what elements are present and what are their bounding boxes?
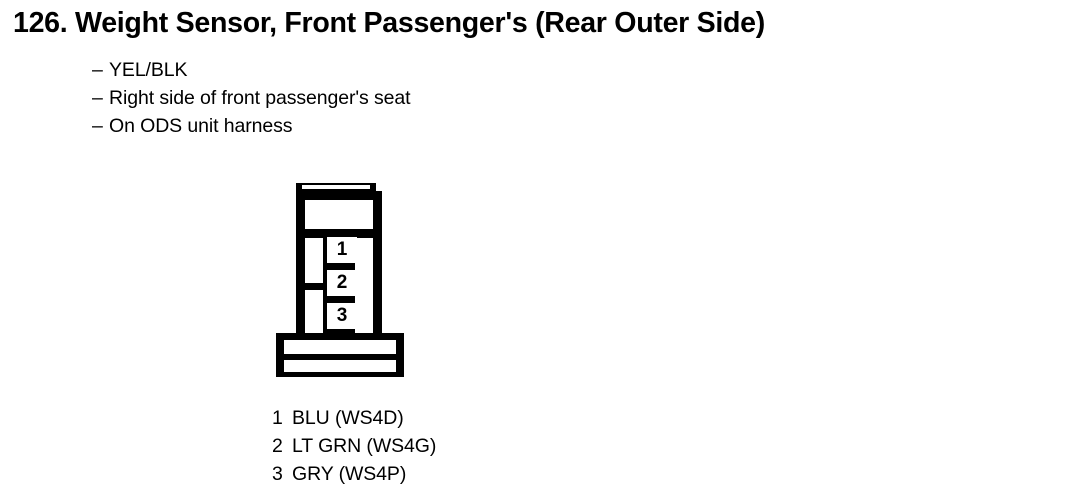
connector-cavity-2: 2 <box>327 270 357 296</box>
pin-legend-row: 1 BLU (WS4D) <box>272 404 436 432</box>
note-item: – YEL/BLK <box>92 56 792 84</box>
pin-legend-row: 2 LT GRN (WS4G) <box>272 432 436 460</box>
note-list: – YEL/BLK – Right side of front passenge… <box>92 56 792 140</box>
pin-legend-label: GRY (WS4P) <box>292 463 407 485</box>
note-item: – Right side of front passenger's seat <box>92 84 792 112</box>
connector-body-upper-window <box>305 200 373 229</box>
connector-left-slot-upper <box>305 238 323 283</box>
pin-legend-number: 1 <box>272 407 283 429</box>
page-title: 126. Weight Sensor, Front Passenger's (R… <box>13 7 765 39</box>
pin-legend-row: 3 GRY (WS4P) <box>272 460 436 488</box>
note-text: On ODS unit harness <box>109 115 293 137</box>
pin-legend-label: LT GRN (WS4G) <box>292 435 437 457</box>
note-item: – On ODS unit harness <box>92 112 792 140</box>
connector-left-slot-lower <box>305 290 323 346</box>
dash-bullet-icon: – <box>92 115 103 137</box>
connector-diagram: 1 2 3 <box>276 183 404 377</box>
connector-cavity-column: 1 2 3 <box>323 233 361 343</box>
connector-top-cap-slot <box>302 185 370 189</box>
pin-legend-number: 3 <box>272 463 283 485</box>
connector-base-slot-2 <box>284 360 396 372</box>
pin-legend: 1 BLU (WS4D) 2 LT GRN (WS4G) 3 GRY (WS4P… <box>272 404 436 488</box>
connector-cavity-1: 1 <box>327 237 357 263</box>
note-text: Right side of front passenger's seat <box>109 87 411 109</box>
dash-bullet-icon: – <box>92 87 103 109</box>
connector-right-slot <box>355 238 373 346</box>
dash-bullet-icon: – <box>92 59 103 81</box>
connector-cavity-3: 3 <box>327 303 357 329</box>
pin-legend-label: BLU (WS4D) <box>292 407 404 429</box>
pin-legend-number: 2 <box>272 435 283 457</box>
connector-base-slot-1 <box>284 340 396 354</box>
note-text: YEL/BLK <box>109 59 188 81</box>
